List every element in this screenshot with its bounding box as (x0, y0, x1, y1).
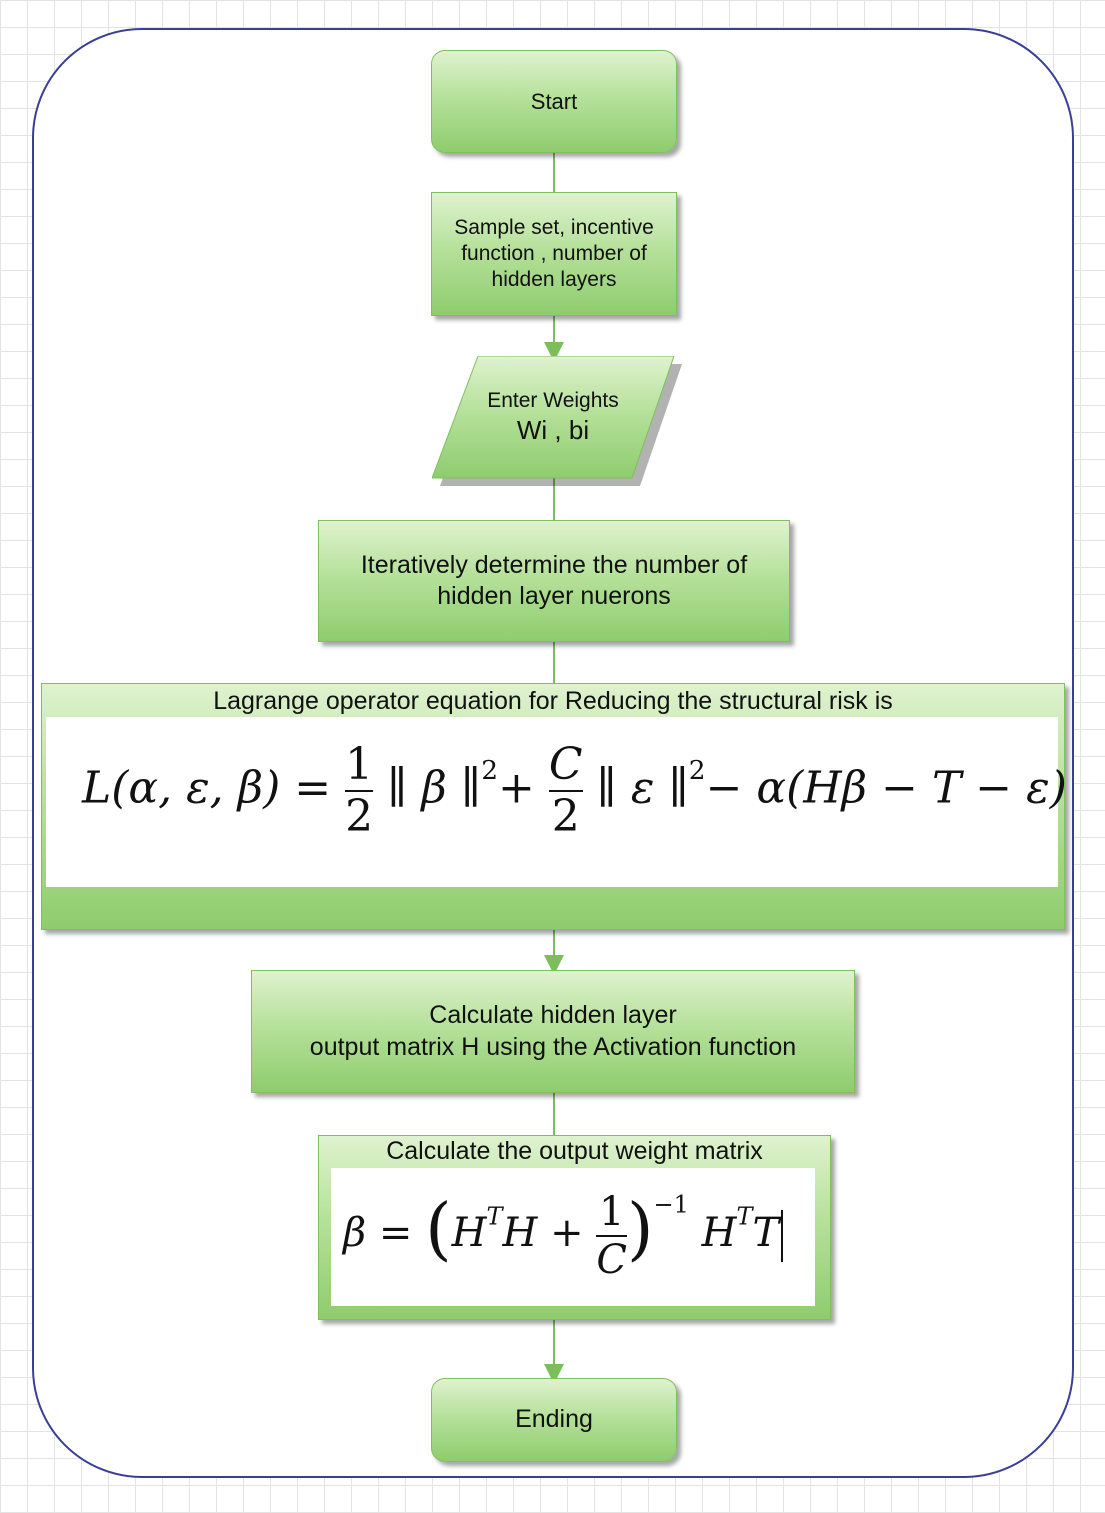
inputs-line-1: Sample set, incentive (454, 215, 654, 239)
hidden-output-line-2: output matrix H using the Activation fun… (309, 1032, 797, 1061)
end-label: Ending (515, 1405, 593, 1434)
output-weight-formula-box (331, 1168, 815, 1306)
lagrange-c-fraction: C 2 (548, 739, 583, 843)
lagrange-epsilon-norm: ∥ ε ∥ (596, 762, 689, 814)
output-weight-fraction: 1 C (596, 1189, 627, 1283)
lagrange-lhs: L(α, ε, β) = (82, 762, 332, 814)
lagrange-equation: L(α, ε, β) = 1 2 ∥ β ∥2+ C 2 ∥ ε ∥2− α(H… (82, 739, 1067, 843)
inputs-node[interactable]: Sample set, incentive function , number … (431, 192, 677, 316)
start-label: Start (530, 88, 578, 114)
hidden-output-line-1: Calculate hidden layer (429, 1001, 677, 1030)
parallelogram-shape (432, 356, 682, 486)
enter-weights-node[interactable]: Enter Weights Wi , bi (432, 356, 682, 486)
enter-weights-title: Enter Weights (487, 388, 619, 412)
end-node[interactable]: Ending (431, 1378, 677, 1462)
start-node[interactable]: Start (431, 50, 677, 153)
iterate-line-1: Iteratively determine the number of (360, 550, 748, 579)
iterate-line-2: hidden layer nuerons (437, 582, 671, 610)
lagrange-rest: − α(Hβ − T − ε) (705, 762, 1067, 814)
enter-weights-vars: Wi , bi (516, 414, 590, 445)
inputs-line-2: function , number of (461, 241, 647, 265)
text-caret (781, 1210, 784, 1262)
output-weight-equation: β = (HTH + 1 C )−1 HTT (343, 1189, 784, 1283)
iterate-node[interactable]: Iteratively determine the number of hidd… (318, 520, 790, 642)
lagrange-beta-norm: ∥ β ∥ (387, 762, 482, 814)
hidden-output-node[interactable]: Calculate hidden layer output matrix H u… (251, 970, 855, 1093)
lagrange-title: Lagrange operator equation for Reducing … (213, 687, 893, 715)
inputs-line-3: hidden layers (491, 268, 617, 292)
output-weight-title: Calculate the output weight matrix (386, 1137, 763, 1165)
lagrange-half-fraction: 1 2 (345, 739, 374, 843)
lagrange-formula-box (46, 717, 1058, 887)
